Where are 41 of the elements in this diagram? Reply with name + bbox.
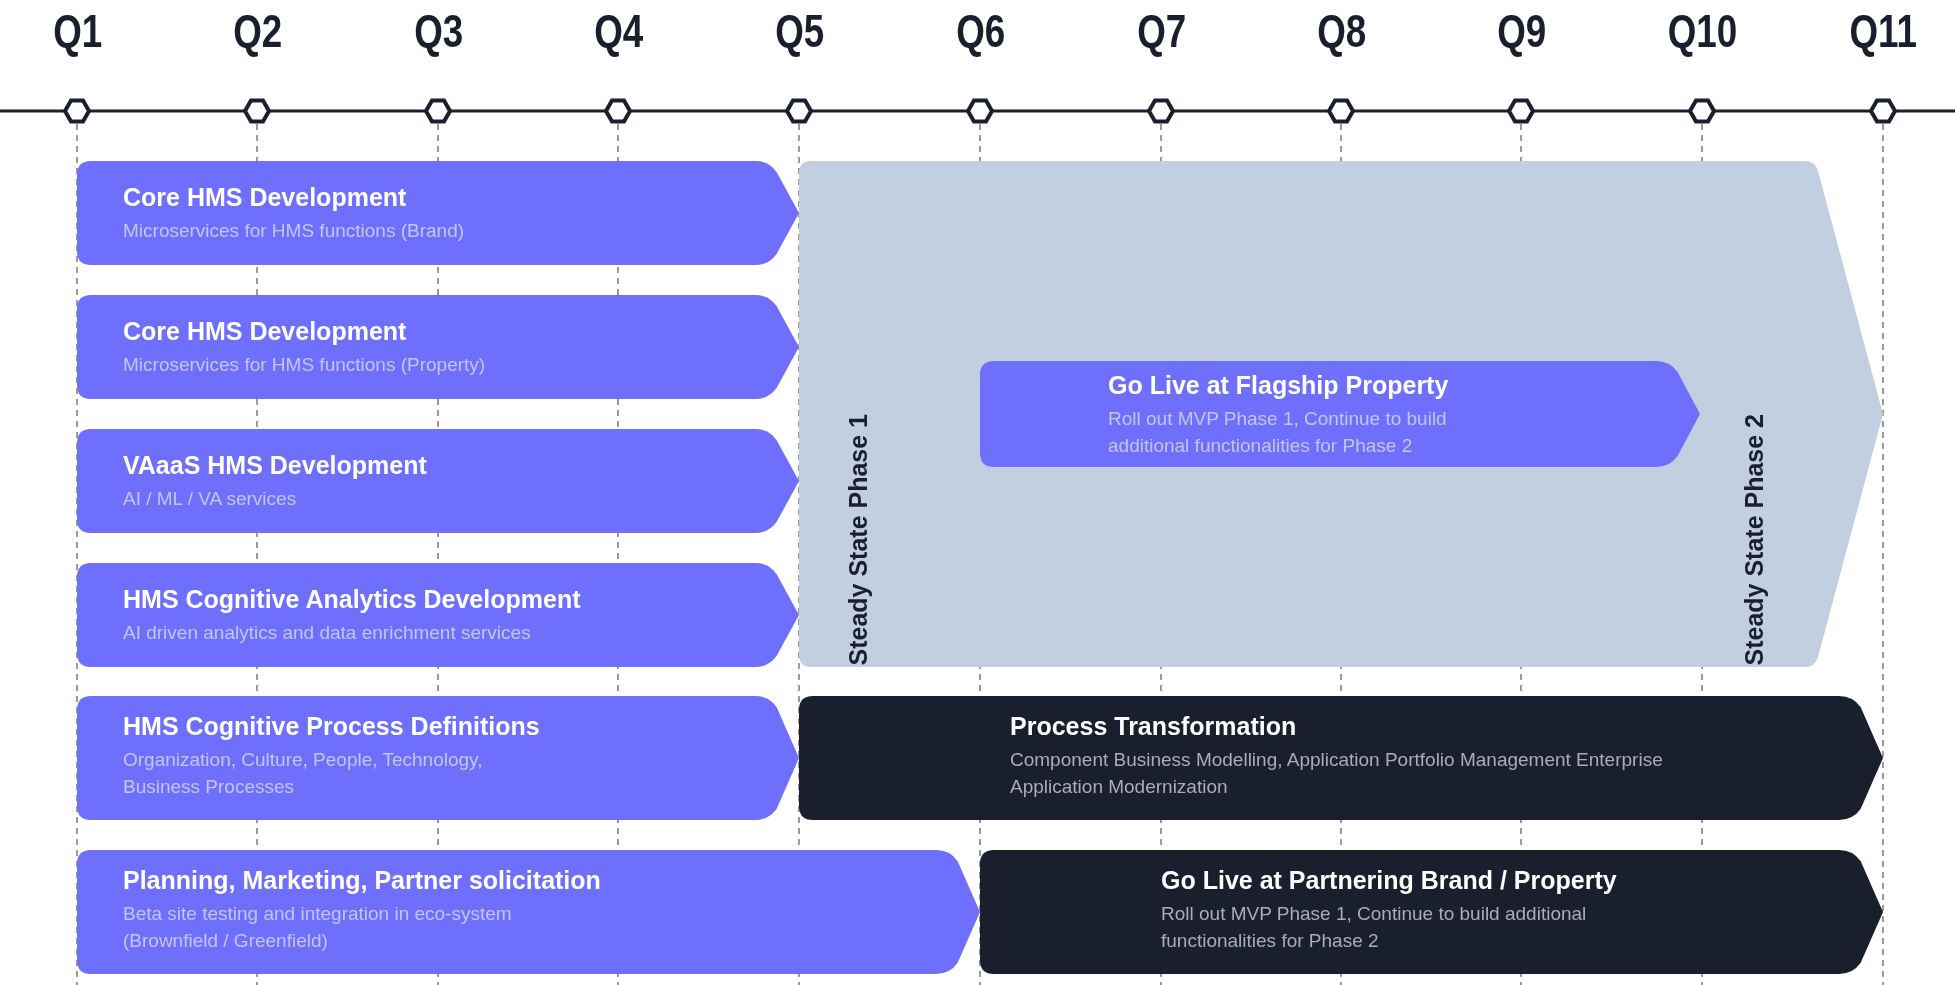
roadmap-bar xyxy=(799,696,1883,820)
bar-title: Go Live at Flagship Property xyxy=(1108,371,1449,400)
bar-description: Component Business Modelling, Application Portfolio Management Enterprise Application Modernization xyxy=(1010,748,1664,799)
bar-description: Beta site testing and integration in eco-system (Brownfield / Greenfield) xyxy=(123,902,513,953)
roadmap-bar xyxy=(77,295,799,399)
quarter-label: Q4 xyxy=(593,4,643,58)
quarter-label: Q7 xyxy=(1136,4,1186,58)
bar-title: VAaaS HMS Development xyxy=(123,451,427,480)
quarter-label: Q5 xyxy=(774,4,824,58)
bar-title: Core HMS Development xyxy=(123,317,407,346)
quarter-label: Q10 xyxy=(1667,4,1737,58)
roadmap-bar xyxy=(77,429,799,533)
roadmap-bar xyxy=(77,161,799,265)
bar-title: Planning, Marketing, Partner solicitation xyxy=(123,866,601,895)
bar-title: Core HMS Development xyxy=(123,183,407,212)
quarter-label: Q2 xyxy=(232,4,282,58)
roadmap-bar xyxy=(77,563,799,667)
quarter-label: Q8 xyxy=(1316,4,1366,58)
bar-description: AI / ML / VA services xyxy=(123,487,297,511)
bar-description: Microservices for HMS functions (Property) xyxy=(123,353,486,377)
bar-title: Go Live at Partnering Brand / Property xyxy=(1161,866,1617,895)
bar-description: Roll out MVP Phase 1, Continue to build additional functionalities for Phase 2 xyxy=(1161,902,1588,953)
roadmap-bar xyxy=(77,696,799,820)
quarter-label: Q11 xyxy=(1849,4,1917,58)
bar-title: HMS Cognitive Process Definitions xyxy=(123,712,540,741)
phase-title: Steady State Phase 2 xyxy=(1740,414,1769,666)
bar-description: Organization, Culture, People, Technology, Business Processes xyxy=(123,748,484,799)
bar-description: AI driven analytics and data enrichment services xyxy=(123,621,531,645)
bar-description: Roll out MVP Phase 1, Continue to build additional functionalities for Phase 2 xyxy=(1108,407,1448,458)
bar-title: Process Transformation xyxy=(1010,712,1297,741)
phase-title: Steady State Phase 1 xyxy=(844,414,873,666)
phase-arrow xyxy=(799,161,1883,667)
roadmap-bar xyxy=(77,850,980,974)
quarter-label: Q6 xyxy=(955,4,1005,58)
quarter-label: Q3 xyxy=(413,4,463,58)
bar-title: HMS Cognitive Analytics Development xyxy=(123,585,581,614)
quarter-label: Q9 xyxy=(1496,4,1546,58)
quarter-label: Q1 xyxy=(52,4,102,58)
bar-description: Microservices for HMS functions (Brand) xyxy=(123,219,465,243)
roadmap-bar xyxy=(980,361,1700,467)
roadmap-bar xyxy=(980,850,1883,974)
